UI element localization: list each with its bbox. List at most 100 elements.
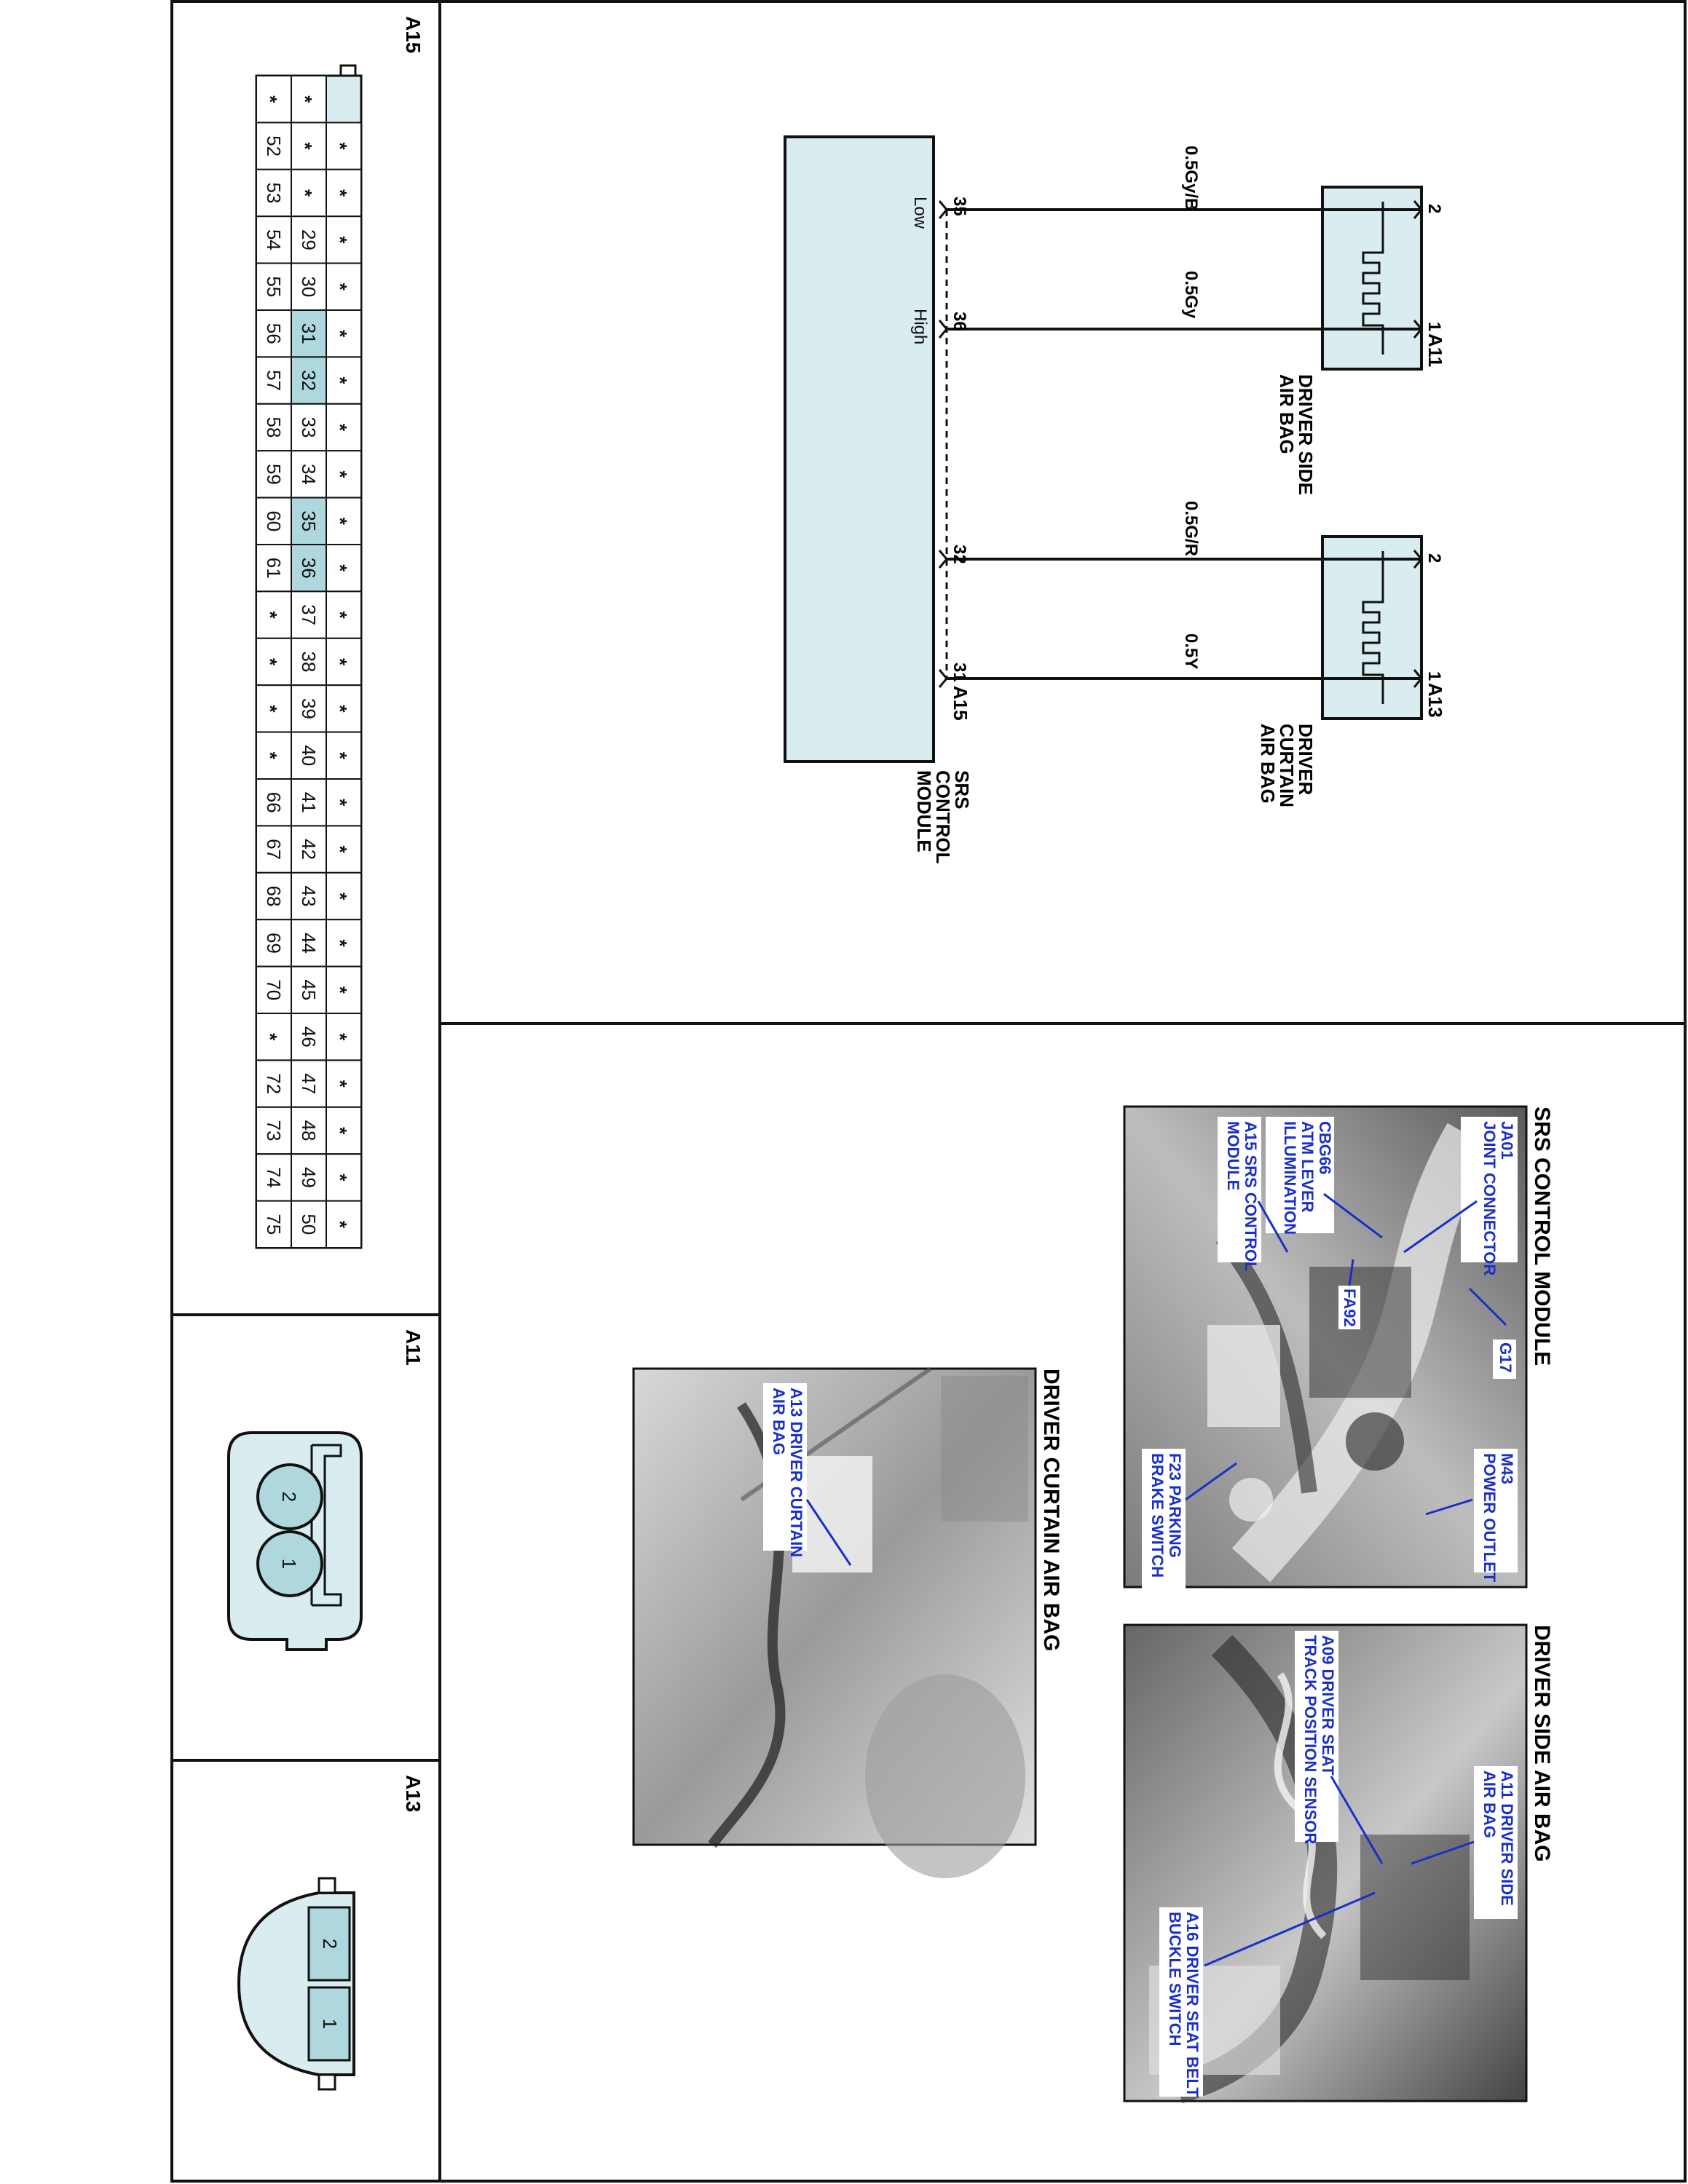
- a15-pin-label: 32: [298, 370, 320, 391]
- a15-pin-label: 74: [263, 1167, 285, 1188]
- a15-pin-label: 56: [263, 323, 285, 344]
- callout-ja01-line1: JA01: [1498, 1121, 1516, 1160]
- a15-pin-label: *: [259, 705, 281, 713]
- callout-a09-line2: TRACK POSITION SENSOR: [1301, 1635, 1320, 1844]
- a11-face-label: A11: [402, 1329, 425, 1366]
- a15-connector-label: A15: [950, 686, 971, 721]
- driver-curtain-air-bag-connector: [1321, 535, 1423, 720]
- a15-pin-label: 38: [298, 652, 320, 673]
- a11-face-pin-2: 2: [278, 1492, 300, 1502]
- a15-pin-label: *: [294, 95, 316, 103]
- a13-face-pin-2: 2: [319, 1939, 341, 1949]
- a13-connector-face: 2 1: [237, 1877, 355, 2091]
- callout-cbg66-line2: ATM LEVER: [1298, 1121, 1317, 1213]
- a11-face-pin-1: 1: [278, 1559, 300, 1569]
- callout-a09-line1: A09 DRIVER SEAT: [1319, 1635, 1337, 1776]
- a15-pin-label: *: [329, 236, 351, 244]
- a13-pin-1: [307, 1986, 351, 2062]
- photo-driver-side-callouts: A11 DRIVER SIDE AIR BAG A09 DRIVER SEAT …: [1159, 1631, 1518, 2097]
- wire-label-4: 0.5Y: [1181, 633, 1201, 669]
- a15-pin-label: 40: [298, 745, 320, 766]
- a13-pin-1-label: 1: [1424, 671, 1444, 681]
- a15-pin-label: *: [294, 143, 316, 151]
- a15-pin-label: *: [329, 705, 351, 713]
- a15-pin-label: 36: [298, 558, 320, 579]
- callout-ja01-line2: JOINT CONNECTOR: [1480, 1121, 1499, 1275]
- callout-a13-line2: AIR BAG: [770, 1388, 788, 1455]
- srs-module-title-line1: SRS: [951, 770, 973, 809]
- photo-driver-side-title: DRIVER SIDE AIR BAG: [1530, 1625, 1554, 1862]
- a15-pin-label: 33: [298, 417, 320, 438]
- a15-pin-label: *: [329, 330, 351, 338]
- callout-cbg66-arrow: [1323, 1192, 1383, 1239]
- a15-pin-label: *: [329, 799, 351, 807]
- a15-pin-label: 45: [298, 979, 320, 1000]
- a15-pin-label: *: [329, 1174, 351, 1182]
- a13-face-label: A13: [402, 1775, 425, 1812]
- a15-pin-label: *: [329, 1033, 351, 1041]
- a15-pin-label: 54: [263, 229, 285, 250]
- callout-a16-line1: A16 DRIVER SEAT BELT: [1183, 1912, 1202, 2097]
- a15-pin-label: 46: [298, 1026, 320, 1048]
- callout-m43-arrow: [1425, 1498, 1473, 1516]
- photo-srs-callouts: JA01 JOINT CONNECTOR CBG66 ATM LEVER ILL…: [1142, 1117, 1518, 1594]
- callout-a15-line1: A15 SRS CONTROL: [1242, 1121, 1260, 1272]
- a15-pin-label: 60: [263, 510, 285, 531]
- callout-cbg66-line3: ILLUMINATION: [1281, 1121, 1299, 1235]
- callout-g17: G17: [1496, 1342, 1515, 1373]
- a11-pin-2: [256, 1463, 323, 1530]
- a11-pin-1-label: 1: [1424, 322, 1444, 331]
- callout-a15-arrow: [1257, 1200, 1289, 1253]
- a15-pin-label: *: [259, 95, 281, 103]
- a15-connector-face: ***************************2930313233343…: [255, 64, 363, 1249]
- callout-a16-arrow: [1204, 1891, 1376, 1967]
- a15-pin-label: *: [329, 893, 351, 901]
- a15-pin-label: 66: [263, 792, 285, 813]
- driver-curtain-air-bag-title-line1: DRIVER: [1295, 724, 1317, 795]
- srs-low-label: Low: [910, 197, 930, 229]
- a15-pin-label: *: [259, 612, 281, 620]
- callout-m43-line1: M43: [1498, 1453, 1516, 1484]
- srs-pin-31-label: 31: [950, 662, 969, 682]
- a15-pin-label: 47: [298, 1073, 320, 1094]
- driver-side-air-bag-title-line2: AIR BAG: [1276, 374, 1298, 454]
- a15-pin-label: 59: [263, 464, 285, 485]
- callout-a16-line2: BUCKLE SWITCH: [1166, 1912, 1184, 2046]
- a15-pin-label: 53: [263, 183, 285, 204]
- a15-pin-label: 72: [263, 1073, 285, 1094]
- a15-pin-label: *: [329, 283, 351, 291]
- callout-ja01-arrow: [1403, 1200, 1478, 1254]
- a15-pin-label: *: [329, 377, 351, 385]
- a15-pin-label: 29: [298, 229, 320, 250]
- a11-connector-label: A11: [1424, 333, 1446, 367]
- callout-a13-arrow: [805, 1499, 852, 1566]
- callout-f23-line1: F23 PARKING: [1166, 1453, 1184, 1558]
- callout-fa92: FA92: [1341, 1289, 1359, 1327]
- a15-pin-label: *: [259, 1033, 281, 1041]
- callout-a11-line2: AIR BAG: [1480, 1770, 1499, 1838]
- a15-pin-label: 70: [263, 979, 285, 1000]
- a15-pin-label: *: [329, 189, 351, 197]
- schematic: 2 1 A11 DRIVER SIDE AIR BAG 2 1 A13 DRIV…: [784, 135, 1446, 864]
- a15-pin-label: 49: [298, 1167, 320, 1188]
- a15-pin-label: 35: [298, 510, 320, 531]
- a15-pin-label: *: [259, 752, 281, 760]
- a15-pin-label: 50: [298, 1214, 320, 1235]
- a15-pin-label: *: [329, 143, 351, 151]
- srs-pin-36-label: 36: [950, 312, 969, 331]
- callout-a13-line1: A13 DRIVER CURTAIN: [787, 1388, 805, 1557]
- a15-pin-label: 37: [298, 604, 320, 625]
- a15-pin-label: 68: [263, 886, 285, 907]
- srs-control-module-box: [784, 135, 948, 763]
- photo-driver-curtain-air-bag: [632, 1366, 1037, 1878]
- driver-curtain-air-bag-title-line2: CURTAIN: [1276, 724, 1298, 807]
- a11-pin-2-label: 2: [1424, 204, 1444, 213]
- a15-pin-label: 61: [263, 558, 285, 579]
- a15-pin-label: 31: [298, 323, 320, 344]
- a15-pin-label: *: [329, 470, 351, 478]
- a15-pin-label: 44: [298, 933, 320, 954]
- callout-fa92-arrow: [1348, 1259, 1354, 1286]
- callout-a09-arrow: [1330, 1776, 1384, 1864]
